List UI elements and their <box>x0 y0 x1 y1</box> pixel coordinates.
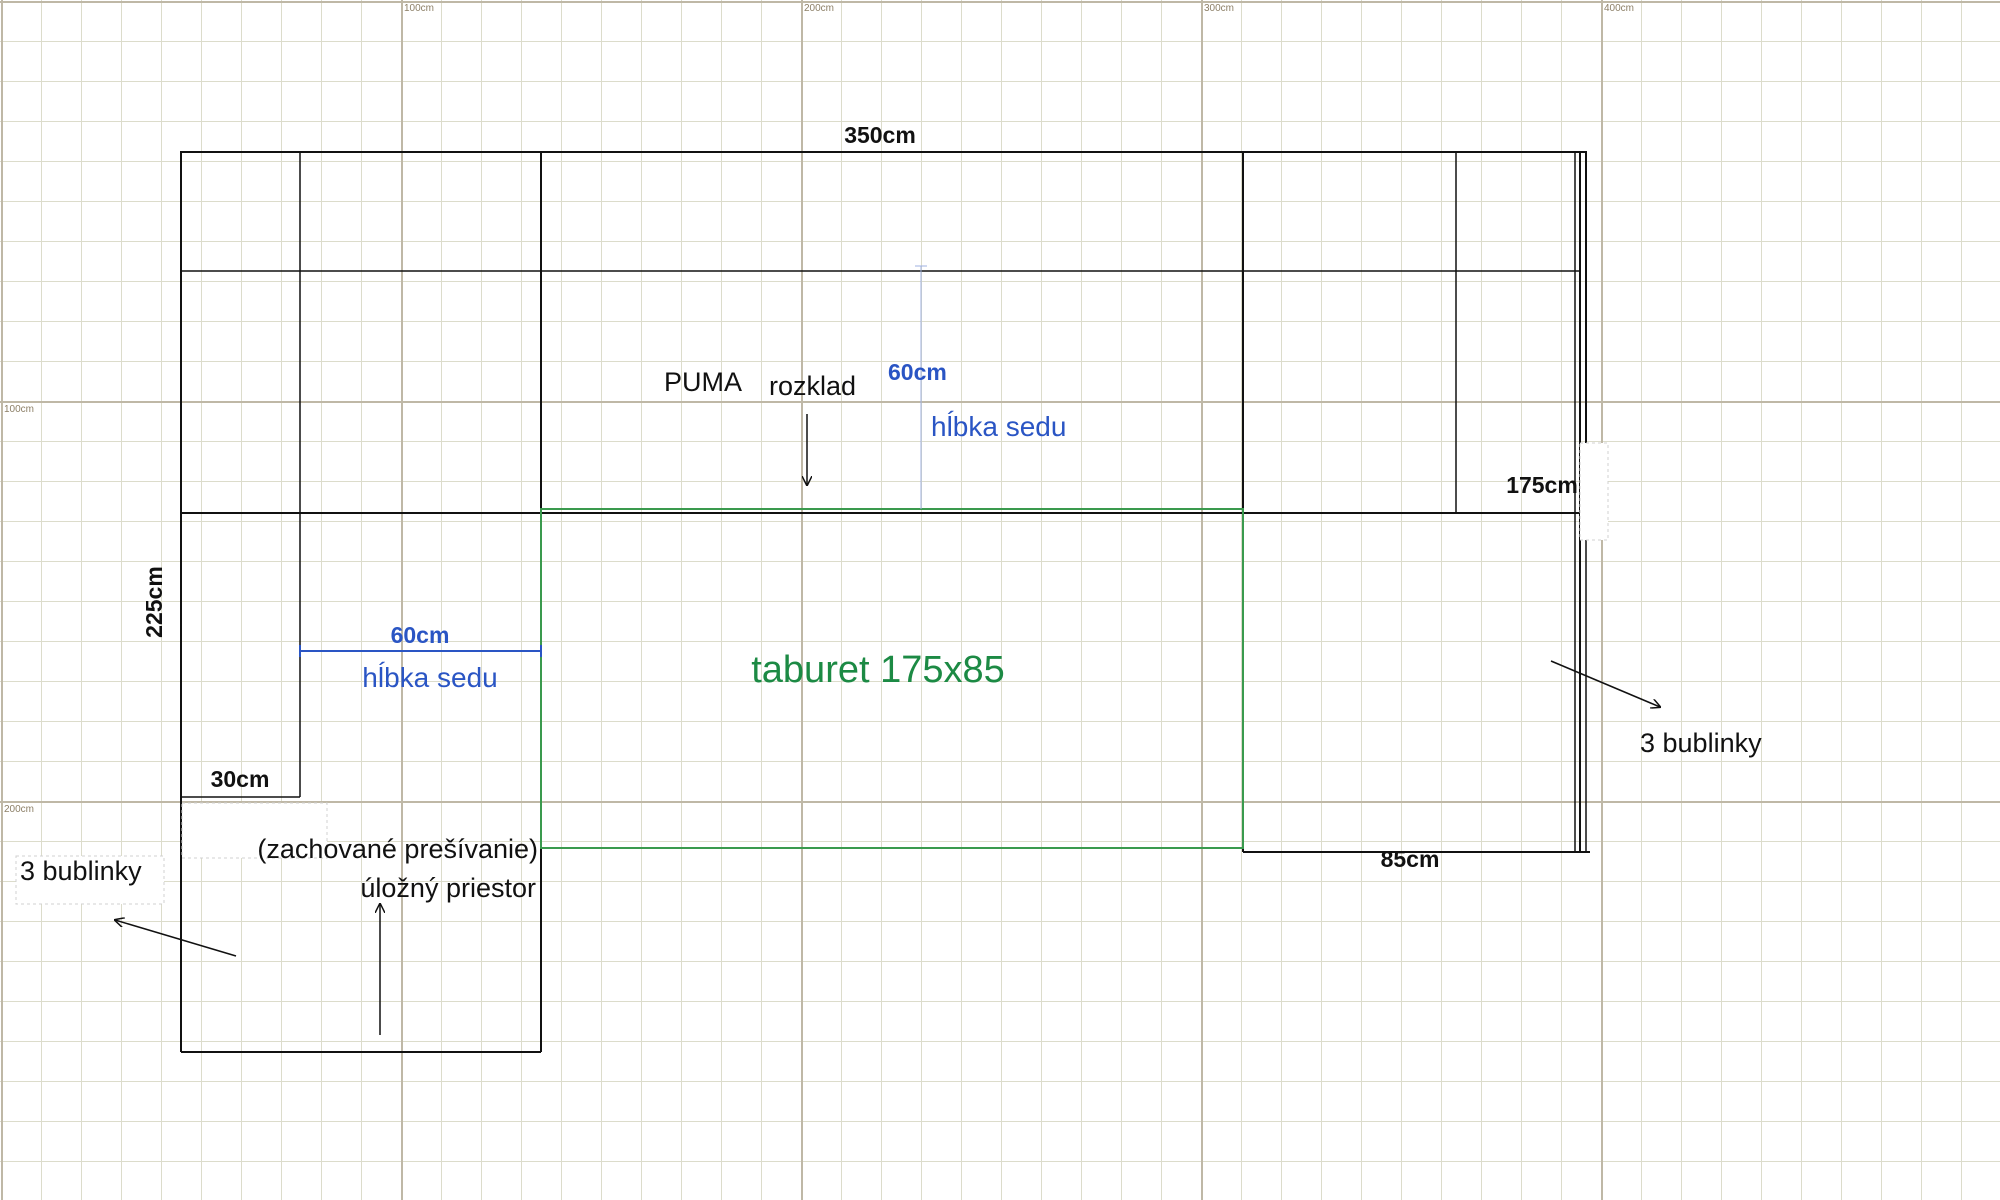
label-bubbles-left: 3 bublinky <box>20 856 142 886</box>
back-section <box>180 151 1587 514</box>
dimension-30cm: 30cm <box>211 766 270 792</box>
dimension-85cm: 85cm <box>1381 846 1440 872</box>
label-seat-depth-left: hĺbka sedu <box>362 661 497 693</box>
stitching-dashed-box <box>181 802 328 859</box>
label-rozklad: rozklad <box>769 371 856 401</box>
ruler-top-400: 400cm <box>1604 3 1634 14</box>
bubbles-left-arrow <box>115 920 237 957</box>
dimension-depth-left: 60cm <box>391 622 450 648</box>
bubbles-right-arrow <box>1550 660 1660 707</box>
ruler-top-300: 300cm <box>1204 3 1234 14</box>
dimension-depth-top: 60cm <box>888 359 947 385</box>
label-bubbles-right: 3 bublinky <box>1640 728 1762 758</box>
ruler-left-200: 200cm <box>4 804 34 815</box>
dimension-175cm: 175cm <box>1506 472 1578 498</box>
label-storage: úložný priestor <box>360 873 536 903</box>
taburet-outline <box>540 508 1244 849</box>
dimension-350cm: 350cm <box>844 122 916 148</box>
label-taburet: taburet 175x85 <box>751 649 1005 691</box>
label-puma: PUMA <box>664 367 742 397</box>
dimension-225cm: 225cm <box>141 566 167 638</box>
ruler-left-100: 100cm <box>4 404 34 415</box>
height-right-dashed-box <box>1579 442 1609 541</box>
ruler-top-200: 200cm <box>804 3 834 14</box>
label-seat-depth-top: hĺbka sedu <box>931 410 1066 442</box>
sofa-outline <box>180 151 1590 1053</box>
bubbles-left-dashed-box <box>15 855 165 905</box>
ruler-top-100: 100cm <box>404 3 434 14</box>
label-stitching: (zachované prešívanie) <box>257 834 538 864</box>
